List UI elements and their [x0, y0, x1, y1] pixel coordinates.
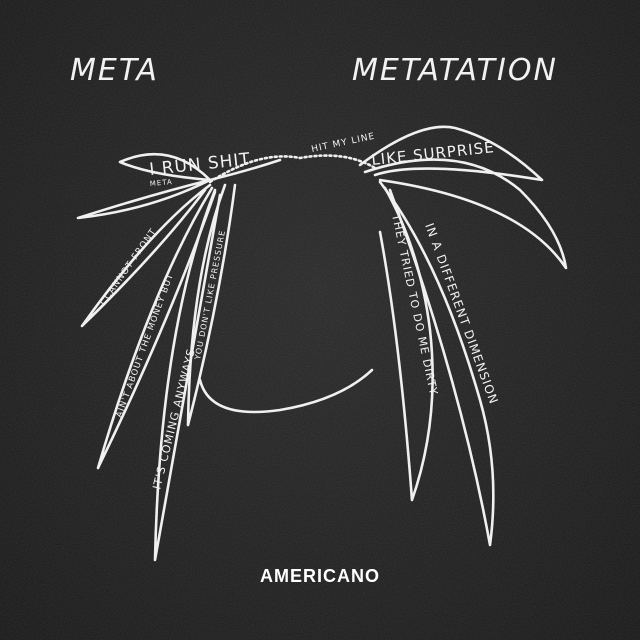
head-curve: [198, 368, 374, 414]
title-left: META: [70, 53, 159, 88]
text-meta-small: META: [149, 178, 173, 188]
leaf-meta: [76, 178, 212, 220]
leaf-money: [96, 186, 217, 470]
leaf-like-surprise: [363, 158, 568, 270]
leaf-they-tried: [378, 186, 434, 502]
brand-logo: AMERICANO: [260, 566, 380, 586]
leaf-dimension: [378, 180, 495, 547]
head-top: [208, 154, 377, 184]
leaf-coming: [153, 188, 222, 562]
title-right: METATATION: [352, 53, 558, 88]
leaf-pressure: [186, 183, 237, 427]
leaf-i-run-shit: [118, 152, 282, 182]
leaf-hit-my-line: [358, 125, 544, 182]
leaf-cannot-front: [80, 183, 212, 328]
